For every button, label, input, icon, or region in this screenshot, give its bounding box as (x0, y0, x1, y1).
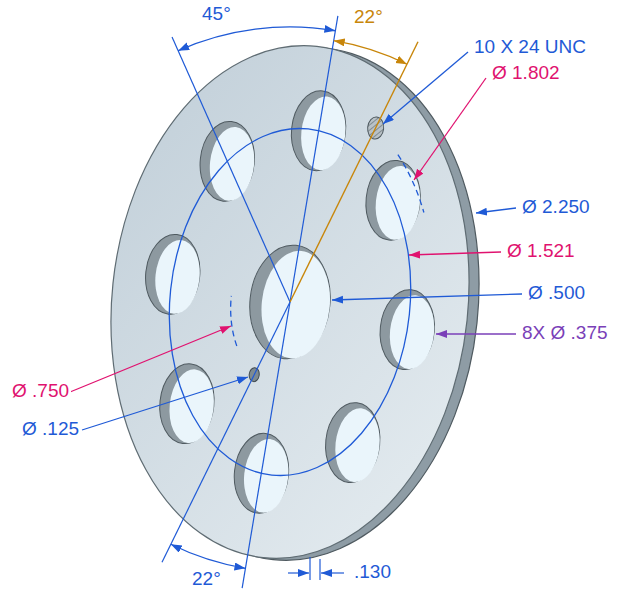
angle-dimension (332, 41, 409, 65)
leader-lines (70, 52, 522, 430)
dimension-label: Ø 2.250 (520, 196, 592, 218)
center-line (162, 292, 290, 573)
dimension-label: Ø 1.521 (505, 240, 577, 262)
dimension-label: 22° (352, 6, 385, 28)
dimension-label: 10 X 24 UNC (472, 36, 588, 58)
reference-arc (226, 296, 242, 346)
disc-face (83, 0, 498, 595)
dimension-label: Ø .500 (526, 282, 587, 304)
center-line (146, 37, 316, 302)
dimension-label: Ø .750 (10, 380, 71, 402)
thickness-dimension (288, 557, 344, 580)
reference-arc (392, 155, 429, 213)
dimension-label: Ø .125 (20, 418, 81, 440)
dimension-label: 22° (190, 568, 223, 590)
dimension-label: 45° (200, 3, 233, 25)
dimension-label: 8X Ø .375 (520, 322, 610, 344)
dimension-label: Ø 1.802 (490, 62, 562, 84)
center-line (290, 31, 418, 312)
dimension-label: .130 (352, 561, 393, 583)
angle-dimension (169, 544, 247, 568)
